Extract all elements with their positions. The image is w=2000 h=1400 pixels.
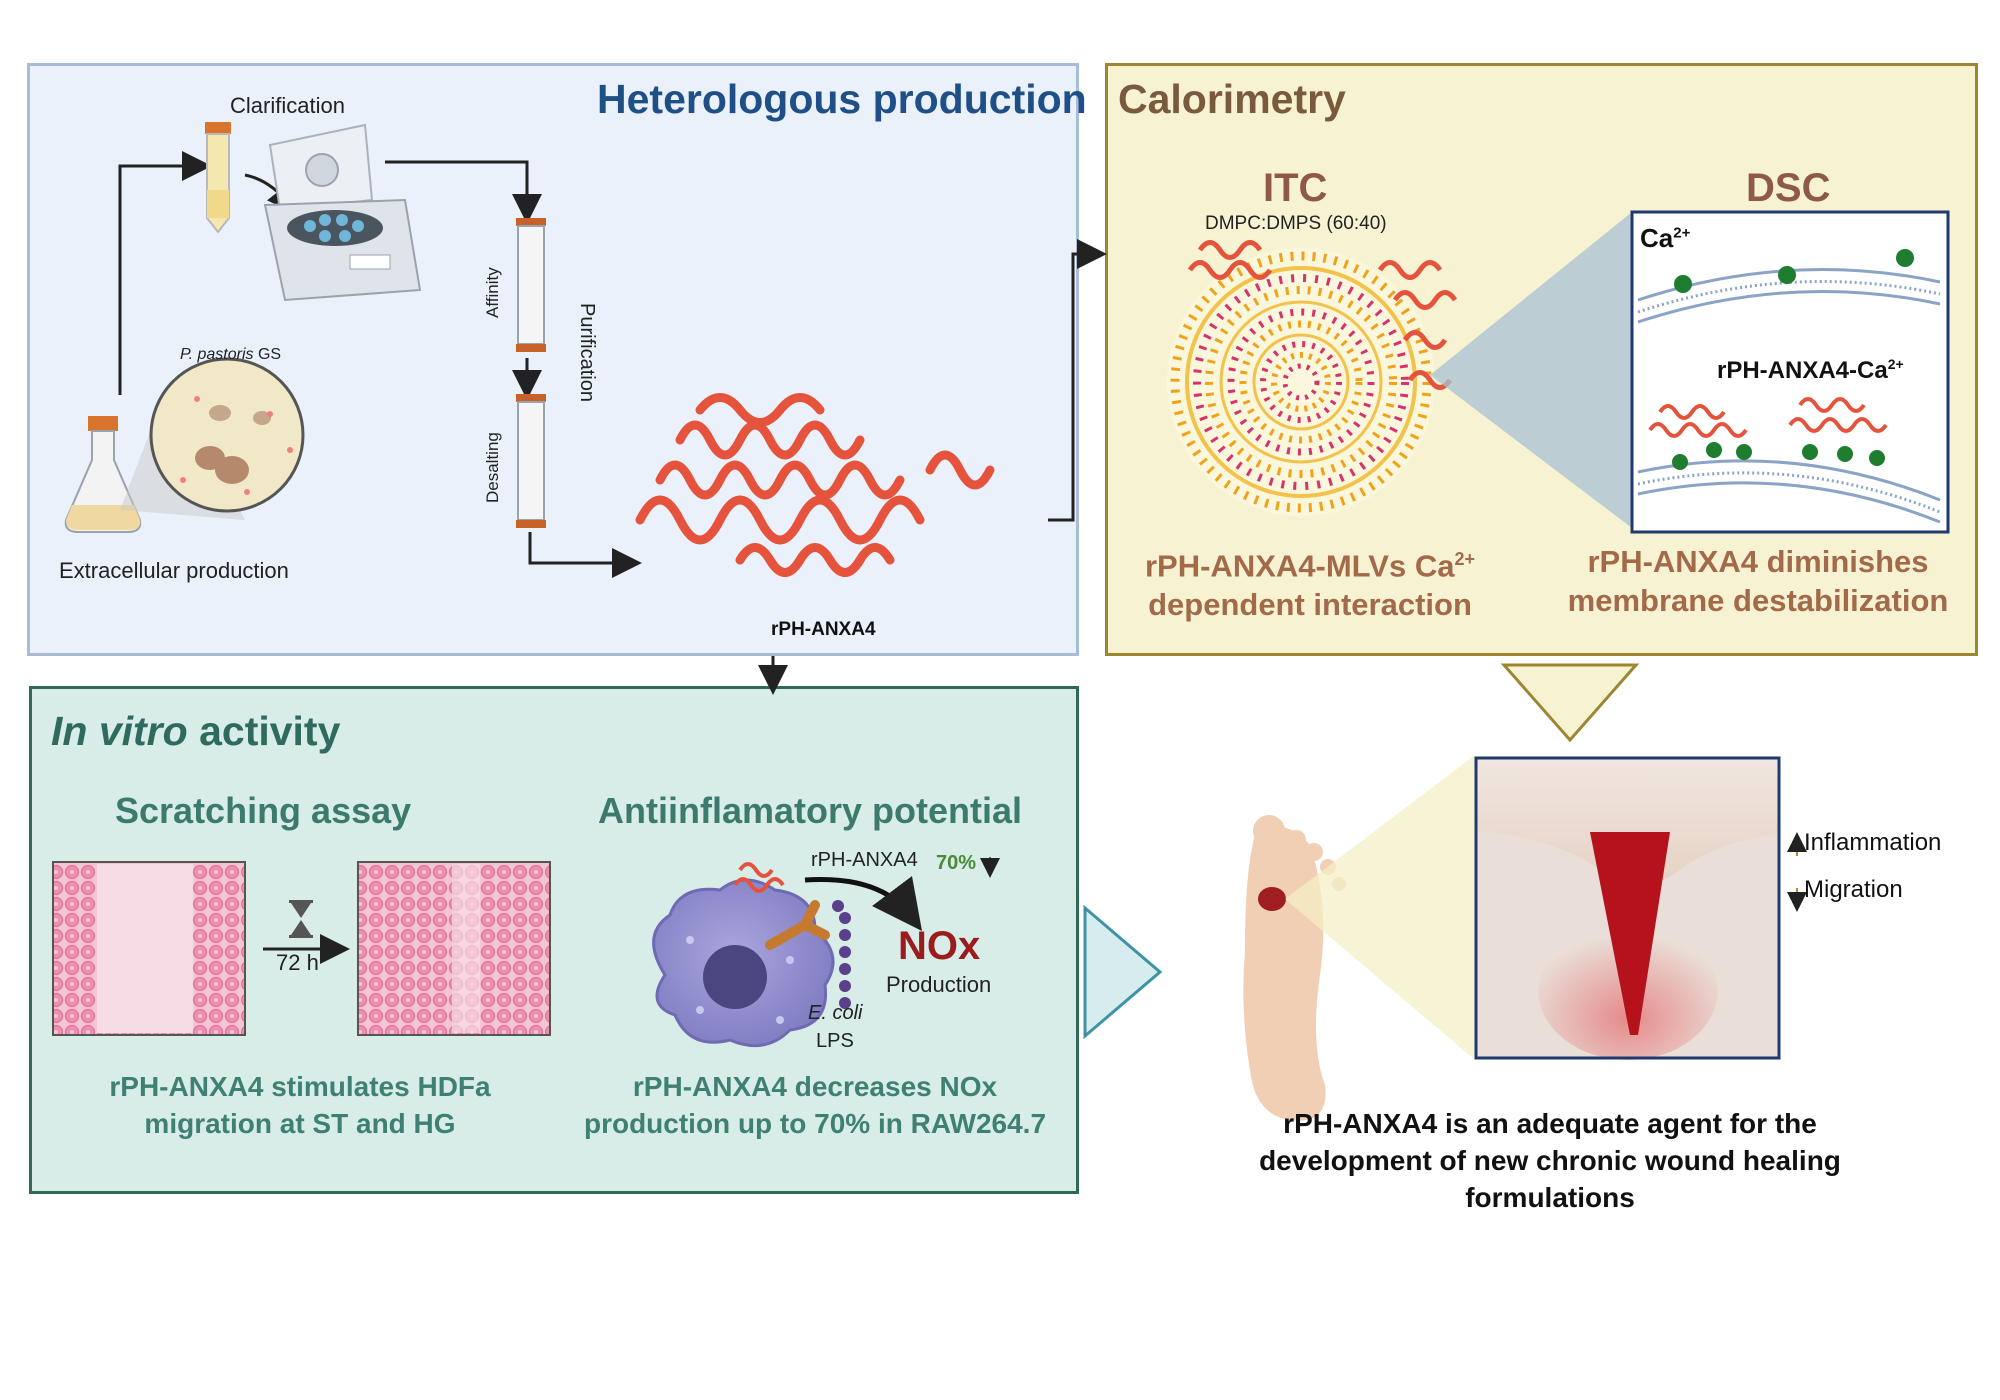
scratch-well-after bbox=[357, 861, 551, 1036]
hourglass-icon bbox=[289, 900, 313, 938]
percent-label: 70% bbox=[936, 852, 977, 874]
multilamellar-vesicle-icon bbox=[1167, 248, 1435, 516]
calcium-ion-icon bbox=[1672, 249, 1914, 470]
clarification-label: Clarification bbox=[230, 93, 345, 118]
calorimetry-title: Calorimetry bbox=[1118, 76, 1346, 122]
scratch-caption: rPH-ANXA4 stimulates HDFa migration at S… bbox=[109, 1071, 491, 1139]
desalting-column-icon bbox=[516, 394, 546, 528]
conclusion-text: rPH-ANXA4 is an adequate agent for the d… bbox=[1259, 1108, 1841, 1213]
right-triangle-icon bbox=[1083, 904, 1163, 1040]
protein-label: rPH-ANXA4 bbox=[771, 619, 876, 640]
scratch-heading: Scratching assay bbox=[115, 790, 412, 831]
receptor-icon bbox=[765, 900, 830, 950]
antiinflam-protein-label: rPH-ANXA4 bbox=[811, 849, 918, 871]
extracellular-label: Extracellular production bbox=[59, 558, 289, 583]
dsc-caption: rPH-ANXA4 diminishes membrane destabiliz… bbox=[1567, 544, 1949, 618]
production-label: Production bbox=[886, 972, 992, 997]
in-vitro-title: In vitro activity bbox=[51, 708, 341, 754]
affinity-column-icon bbox=[516, 218, 546, 352]
antiinflam-caption: rPH-ANXA4 decreases NOx production up to… bbox=[583, 1071, 1047, 1139]
skin-cross-section bbox=[1474, 756, 1781, 1060]
heterologous-title: Heterologous production bbox=[597, 76, 1087, 122]
affinity-label: Affinity bbox=[483, 267, 502, 318]
lps-label: LPS bbox=[816, 1030, 854, 1052]
dsc-membrane-box bbox=[1630, 210, 1950, 534]
flow-arrows bbox=[118, 151, 1107, 695]
lps-chain-icon bbox=[832, 900, 851, 1009]
centrifuge-icon bbox=[263, 123, 422, 302]
yeast-culture-icon bbox=[149, 357, 305, 513]
dsc-complex-label: rPH-ANXA4-Ca2+ bbox=[1717, 356, 1904, 384]
falcon-tube-icon bbox=[205, 122, 231, 234]
nox-label: NOx bbox=[898, 924, 981, 968]
desalting-label: Desalting bbox=[483, 432, 502, 503]
antiinflam-heading: Antiinflamatory potential bbox=[598, 790, 1023, 831]
dsc-ca-label: Ca2+ bbox=[1640, 223, 1691, 253]
inflammation-label: Inflammation bbox=[1804, 829, 1942, 856]
membrane-protein-icon bbox=[1648, 397, 1888, 438]
macrophage-icon bbox=[652, 878, 835, 1048]
ecoli-label: E. coli bbox=[808, 1002, 863, 1024]
down-triangle-icon bbox=[1500, 663, 1640, 743]
migration-label: Migration bbox=[1804, 876, 1903, 903]
organism-label: P. pastoris GS bbox=[180, 346, 282, 363]
bound-protein-icon bbox=[1187, 240, 1458, 390]
antiinflam-protein-icon bbox=[733, 862, 785, 893]
scratch-time-label: 72 h bbox=[276, 950, 319, 975]
itc-caption: rPH-ANXA4-MLVs Ca2+ dependent interactio… bbox=[1144, 548, 1475, 623]
scratch-well-before bbox=[52, 861, 246, 1036]
purification-label: Purification bbox=[576, 303, 598, 402]
itc-lipid-label: DMPC:DMPS (60:40) bbox=[1205, 213, 1387, 234]
dsc-heading: DSC bbox=[1746, 166, 1831, 210]
protein-structure-icon bbox=[635, 393, 995, 577]
flask-icon bbox=[64, 416, 142, 533]
itc-heading: ITC bbox=[1263, 166, 1328, 210]
foot-icon bbox=[1243, 815, 1346, 1121]
